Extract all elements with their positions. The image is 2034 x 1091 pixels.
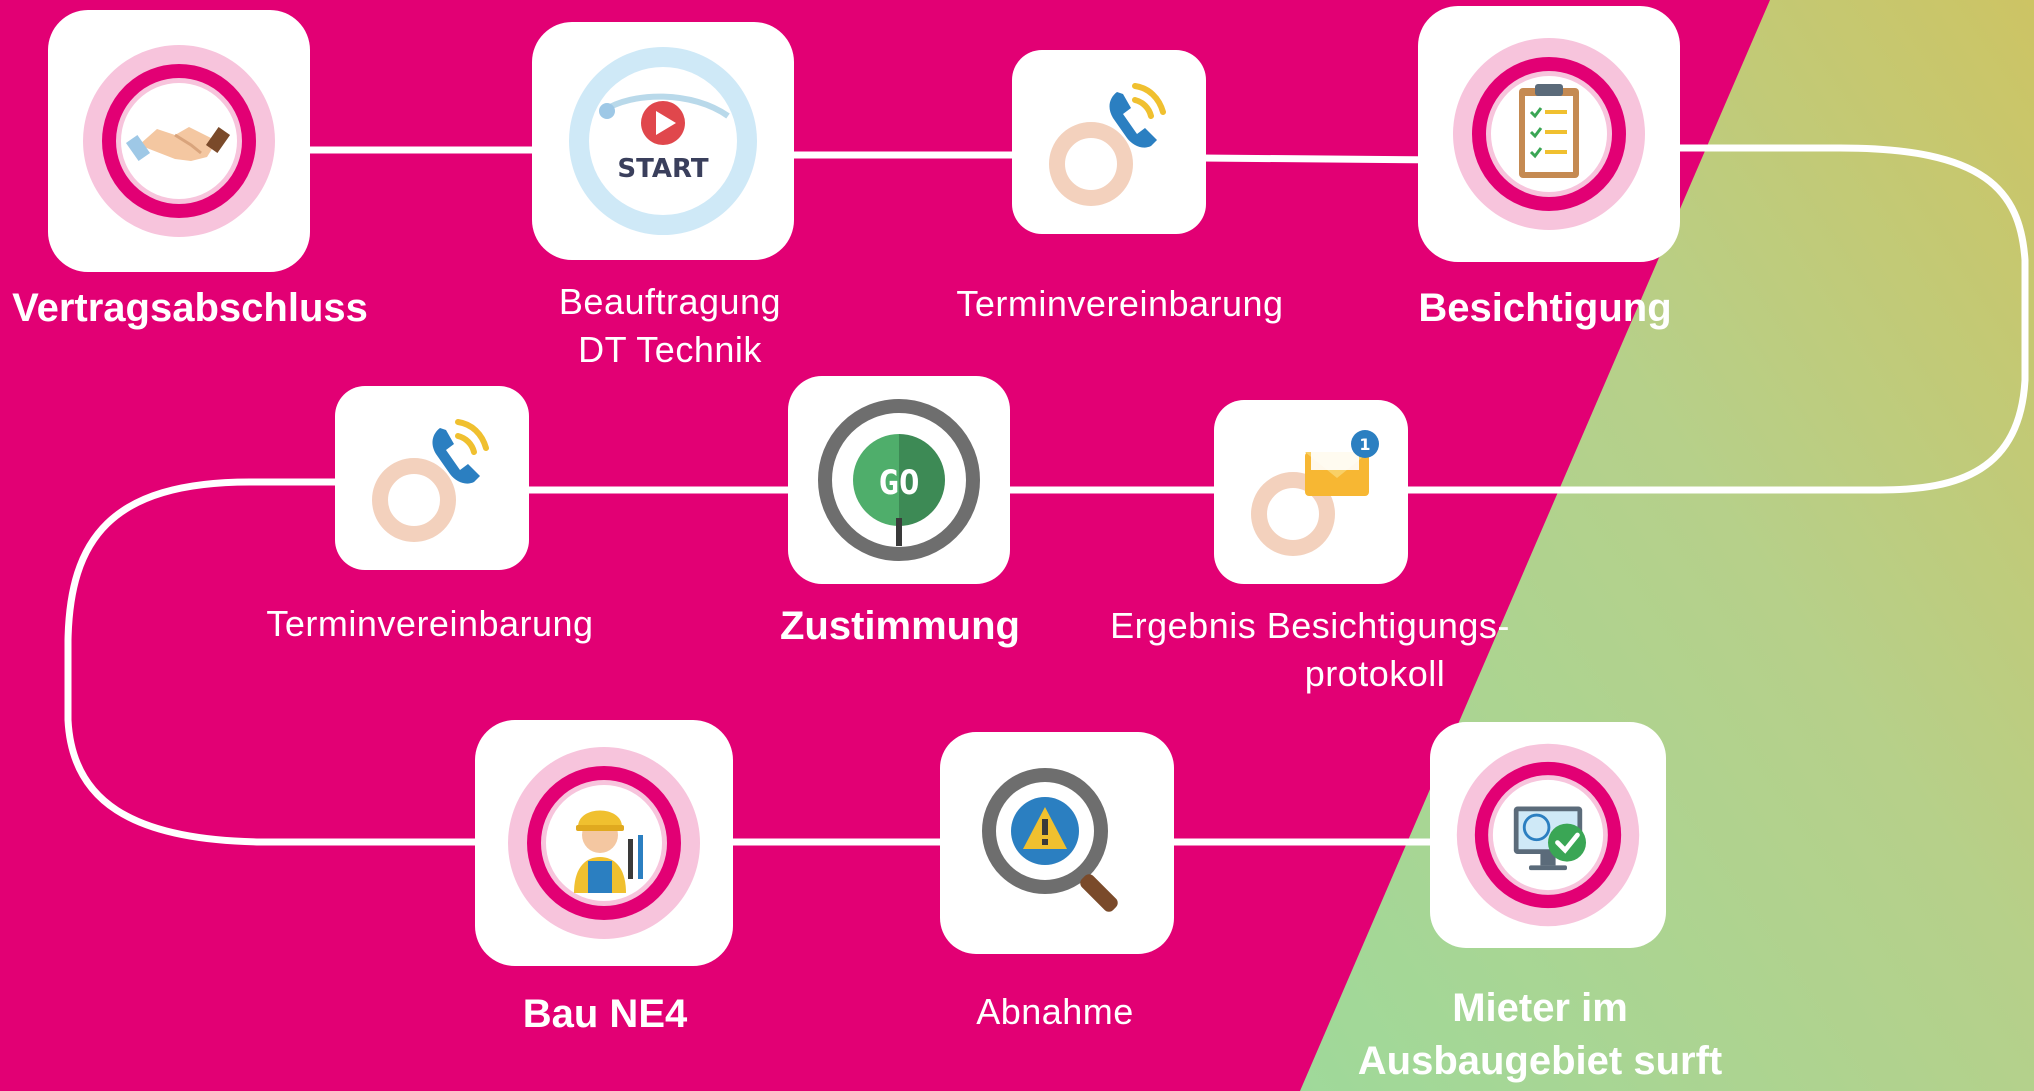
step-label-bau-ne4: Bau NE4 [522,992,688,1036]
go-sign-text: GO [879,463,920,503]
step-card-besichtigung [1418,6,1680,262]
step-label-terminvereinbarung-1: Terminvereinbarung [956,283,1284,324]
step-label-ergebnis-line2: protokoll [1304,652,1446,694]
inspection-magnifier-icon [982,768,1118,912]
step-label-beauftragung-line1: Beauftragung [558,281,782,322]
path-segment-7 [64,478,479,846]
start-icon: START [569,47,757,235]
handshake-icon [83,45,275,237]
step-label-vertragsabschluss: Vertragsabschluss [12,286,368,330]
start-icon-text: START [617,154,708,184]
step-card-zustimmung: GO [788,376,1010,584]
step-card-mieter-surft [1430,722,1666,948]
step-card-vertragsabschluss [48,10,310,272]
step-card-bau-ne4 [475,720,733,966]
step-label-terminvereinbarung-2: Terminvereinbarung [266,603,594,644]
step-label-ergebnis-line1: Ergebnis Besichtigungs- [1110,605,1510,646]
step-card-terminvereinbarung-1 [1012,50,1206,234]
path-segment-3 [1196,154,1454,164]
step-label-beauftragung-line2: DT Technik [578,328,762,370]
phone-icon [1049,83,1166,206]
phone-icon [372,419,489,542]
path-segment-4 [1396,144,2029,494]
step-label-beauftragung: Beauftragung DT Technik [510,278,830,373]
step-label-abnahme: Abnahme [976,991,1134,1032]
step-label-besichtigung: Besichtigung [1418,286,1672,330]
step-label-mieter-surft-line2: Ausbaugebiet surft [1357,1038,1723,1083]
step-label-mieter-surft: Mieter im Ausbaugebiet surft [1320,982,1760,1088]
step-card-ergebnis: 1 [1214,400,1408,584]
computer-check-icon [1456,743,1640,927]
step-label-mieter-surft-line1: Mieter im [1452,986,1628,1030]
construction-worker-icon [508,747,700,939]
mail-notification-icon: 1 [1251,430,1379,556]
mail-badge-count: 1 [1359,435,1370,454]
step-label-zustimmung: Zustimmung [780,604,1020,648]
step-label-ergebnis: Ergebnis Besichtigungs- protokoll [1090,602,1530,697]
go-sign-icon: GO [818,399,980,561]
clipboard-checklist-icon [1453,38,1645,230]
step-card-terminvereinbarung-2 [335,386,529,570]
step-card-beauftragung: START [532,22,794,260]
step-card-abnahme [940,732,1174,954]
